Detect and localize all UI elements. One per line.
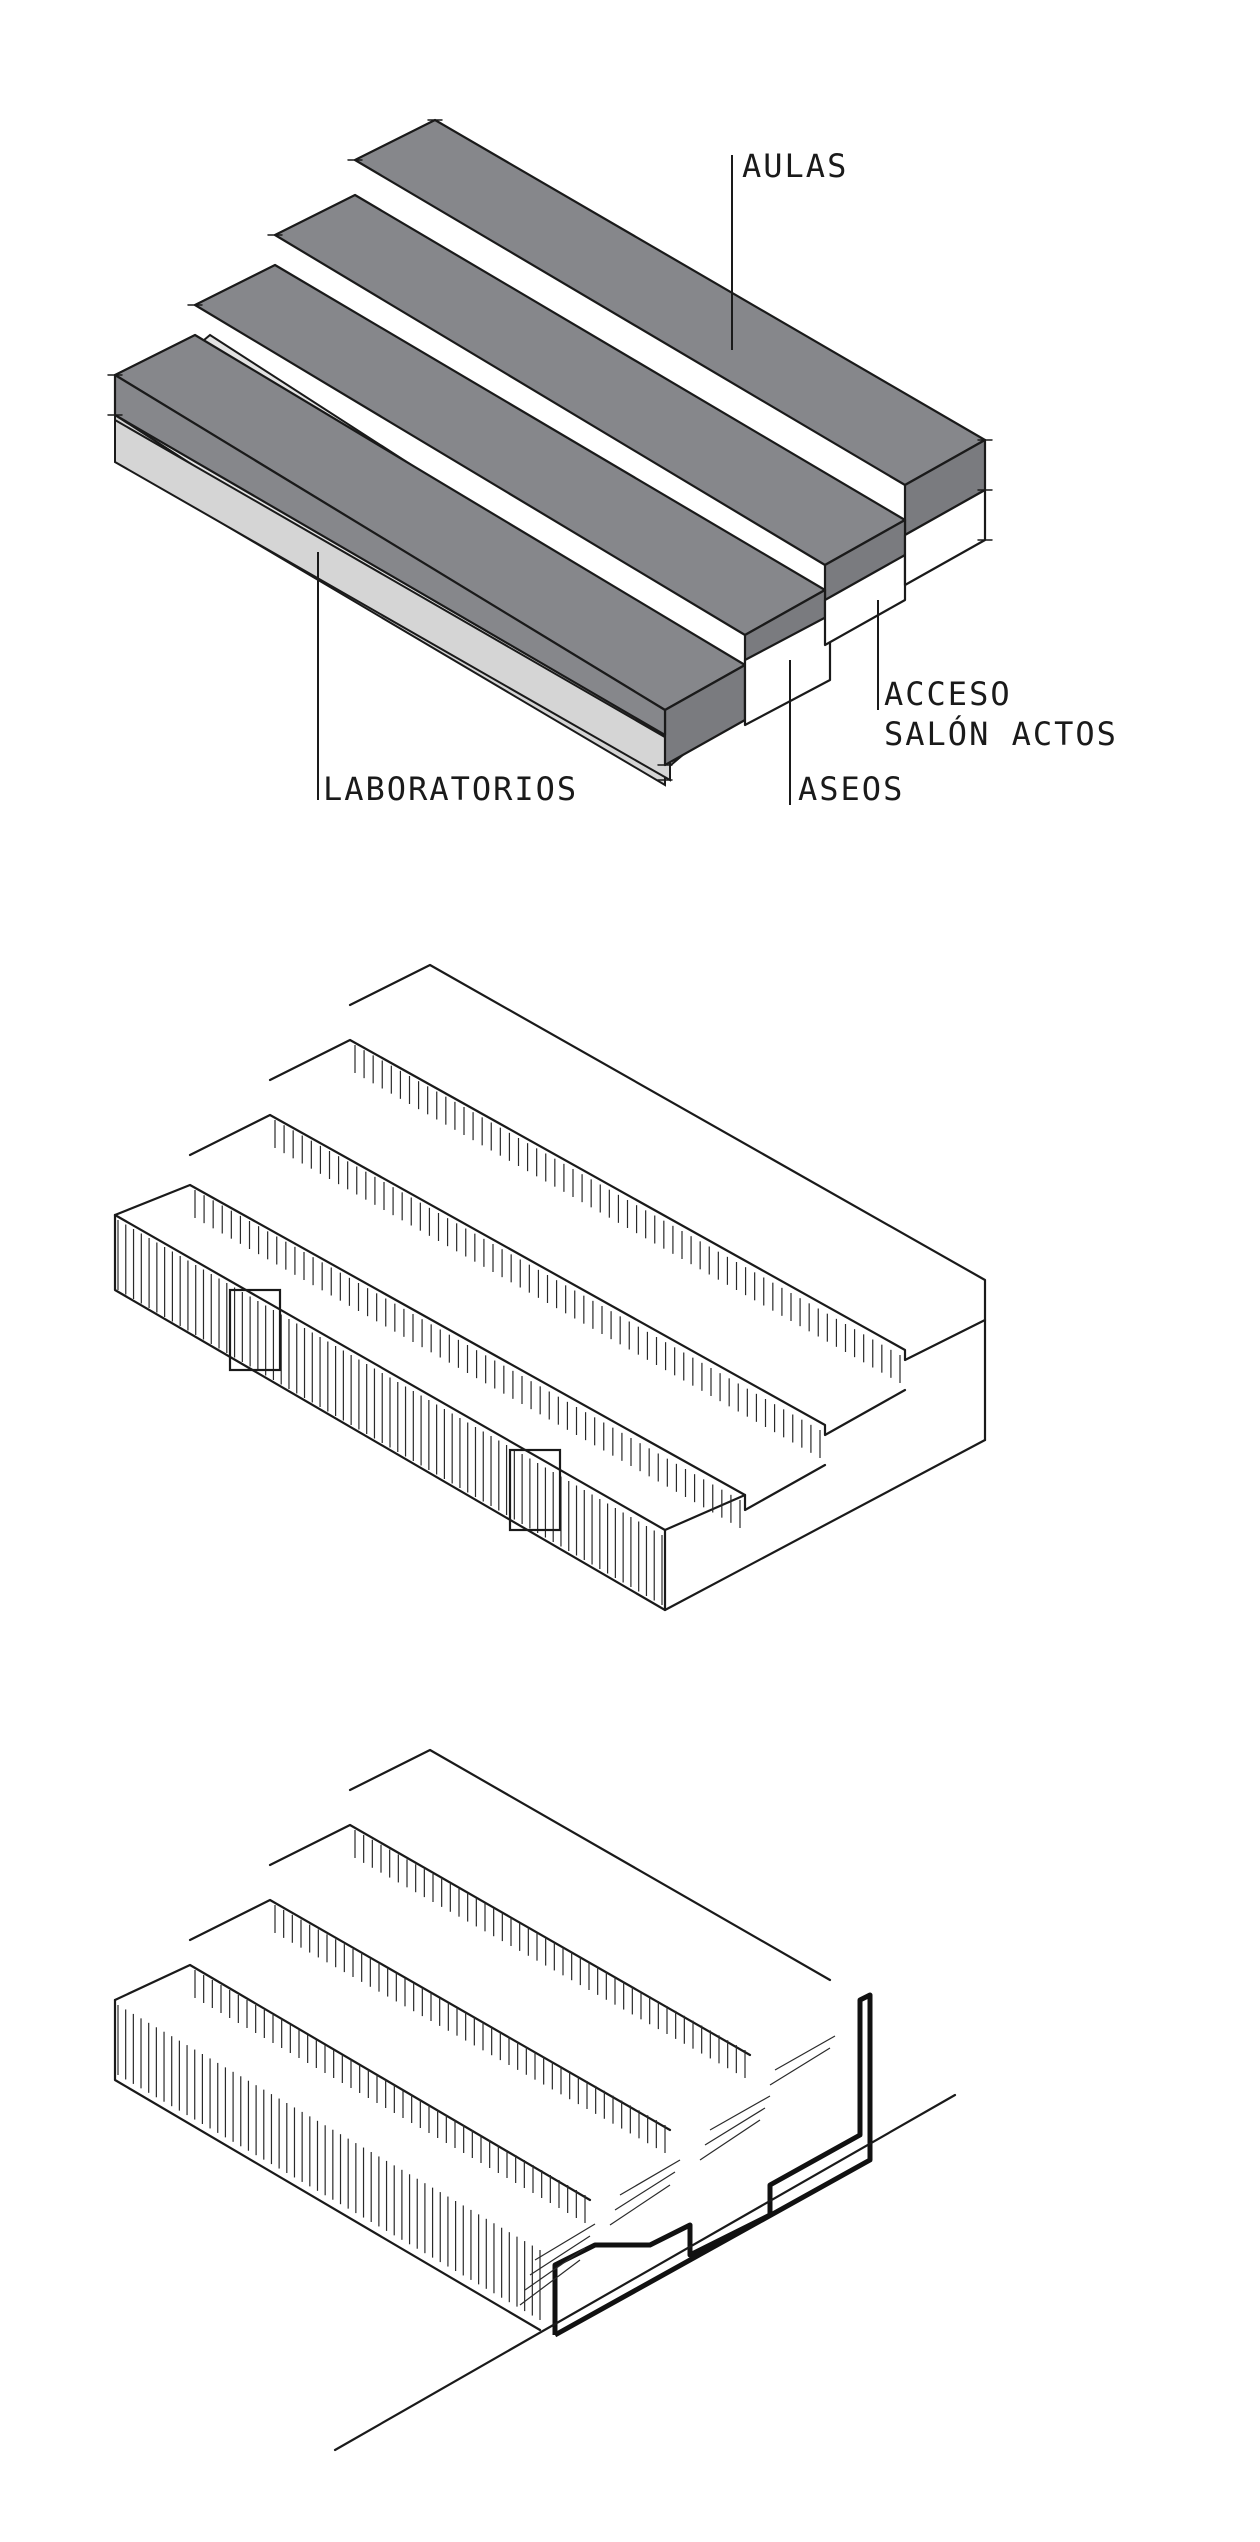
aseos-label: ASEOS <box>798 770 904 808</box>
exterior-step-1 <box>663 1493 747 1532</box>
exterior-facade-fins <box>117 1045 901 1605</box>
aulas-bar-1-side <box>113 373 667 737</box>
acceso-label: ACCESO <box>884 675 1012 713</box>
exterior-stair-opening-2 <box>508 1448 562 1532</box>
section-facade-fins <box>117 1830 746 2320</box>
acceso-volume <box>823 553 907 647</box>
salon-actos-label: SALÓN ACTOS <box>884 714 1118 753</box>
section-terrace-3 <box>268 1823 752 2057</box>
section-front-edge <box>113 1998 542 2332</box>
section-cut-outline <box>552 1992 873 2338</box>
aseos-volume-lower <box>743 613 832 727</box>
exterior-terrace-4 <box>348 963 987 1442</box>
section-stairs <box>519 2035 836 2306</box>
isometric-section <box>113 1748 957 2452</box>
isometric-exterior <box>113 963 987 1612</box>
section-terrace-2 <box>188 1898 672 2132</box>
exterior-terrace-3 <box>268 1038 987 1362</box>
exterior-terrace-1 <box>113 1183 827 1512</box>
section-terrace-1 <box>113 1963 592 2202</box>
exterior-front-top <box>113 1213 667 1532</box>
section-ground-line <box>333 2093 957 2452</box>
aulas-label: AULAS <box>742 147 848 185</box>
program-diagram: AULAS ACCESO SALÓN ACTOS LABORATORIOS AS… <box>107 118 1118 808</box>
section-terrace-4 <box>348 1748 832 1982</box>
exterior-stair-opening-1 <box>228 1288 282 1372</box>
exterior-front-edge <box>113 1213 987 1612</box>
exterior-terrace-2 <box>188 1113 907 1437</box>
corner-ticks <box>107 119 993 781</box>
laboratorios-label: LABORATORIOS <box>323 770 578 808</box>
